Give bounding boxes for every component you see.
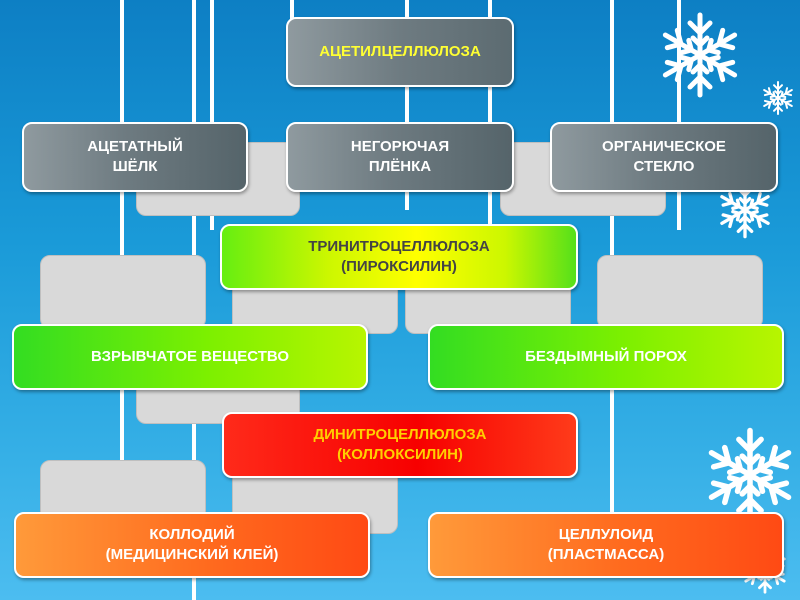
snowflake-icon (655, 10, 745, 100)
node-explosive: ВЗРЫВЧАТОЕ ВЕЩЕСТВО (12, 324, 368, 390)
connector-line (290, 0, 294, 20)
node-dinitrocellulose: ДИНИТРОЦЕЛЛЮЛОЗА (КОЛЛОКСИЛИН) (222, 412, 578, 478)
node-label: (МЕДИЦИНСКИЙ КЛЕЙ) (105, 546, 279, 563)
node-label: ДИНИТРОЦЕЛЛЮЛОЗА (313, 426, 487, 443)
node-label: КОЛЛОДИЙ (149, 526, 235, 543)
node-label: (КОЛЛОКСИЛИН) (337, 446, 463, 463)
node-label: ЦЕЛЛУЛОИД (558, 526, 654, 543)
snowflake-icon (760, 80, 796, 116)
connector-line (405, 0, 409, 210)
node-label: ВЗРЫВЧАТОЕ ВЕЩЕСТВО (90, 348, 290, 365)
background-panel (40, 255, 206, 329)
snowflake-icon (700, 425, 800, 525)
node-label: СТЕКЛО (633, 158, 695, 175)
node-celluloid: ЦЕЛЛУЛОИД (ПЛАСТМАССА) (428, 512, 784, 578)
node-label: ОРГАНИЧЕСКОЕ (602, 138, 726, 155)
node-smokeless-powder: БЕЗДЫМНЫЙ ПОРОХ (428, 324, 784, 390)
node-acetate-silk: АЦЕТАТНЫЙ ШЁЛК (22, 122, 248, 192)
node-collodion: КОЛЛОДИЙ (МЕДИЦИНСКИЙ КЛЕЙ) (14, 512, 370, 578)
node-label: (ПЛАСТМАССА) (547, 546, 665, 563)
node-label: ШЁЛК (112, 158, 158, 175)
connector-line (210, 0, 214, 230)
node-label: ПЛЁНКА (368, 158, 432, 175)
node-label: ТРИНИТРОЦЕЛЛЮЛОЗА (308, 238, 490, 255)
node-label: (ПИРОКСИЛИН) (341, 258, 457, 275)
node-label: НЕГОРЮЧАЯ (350, 138, 450, 155)
connector-line (488, 0, 492, 230)
connector-line (677, 0, 681, 230)
node-trinitrocellulose: ТРИНИТРОЦЕЛЛЮЛОЗА (ПИРОКСИЛИН) (220, 224, 578, 290)
node-label: АЦЕТАТНЫЙ (87, 138, 183, 155)
node-label: АЦЕТИЛЦЕЛЛЮЛОЗА (319, 43, 481, 60)
node-label: БЕЗДЫМНЫЙ ПОРОХ (525, 348, 687, 365)
node-nonflammable-film: НЕГОРЮЧАЯ ПЛЁНКА (286, 122, 514, 192)
node-organic-glass: ОРГАНИЧЕСКОЕ СТЕКЛО (550, 122, 778, 192)
background-panel (597, 255, 763, 329)
node-acetylcellulose: АЦЕТИЛЦЕЛЛЮЛОЗА (286, 17, 514, 87)
